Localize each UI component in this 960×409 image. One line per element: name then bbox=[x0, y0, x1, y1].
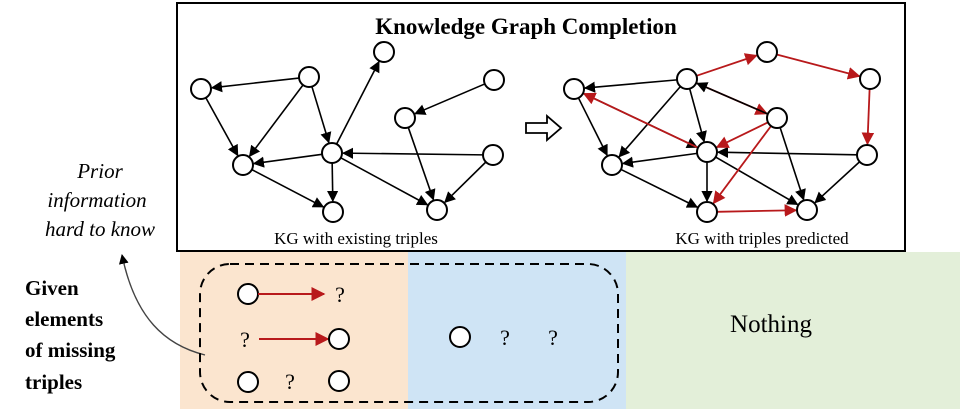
existing-edge bbox=[618, 86, 682, 158]
caption-existing: KG with existing triples bbox=[274, 229, 438, 248]
entity-node bbox=[563, 78, 585, 100]
existing-edge bbox=[583, 79, 678, 93]
entity-node bbox=[696, 201, 718, 223]
existing-edge bbox=[688, 88, 707, 143]
figure-title: Knowledge Graph Completion bbox=[375, 14, 677, 39]
entity-node bbox=[321, 142, 343, 164]
existing-edge bbox=[341, 147, 484, 159]
prior-info-line-3: hard to know bbox=[45, 217, 155, 241]
existing-edge bbox=[814, 161, 861, 204]
panel-green bbox=[626, 252, 960, 409]
existing-edge bbox=[715, 156, 799, 206]
predicted-edge bbox=[715, 121, 769, 149]
implies-arrow-icon bbox=[525, 114, 563, 142]
missing-entity-mark: ? bbox=[548, 325, 558, 350]
given-tail-node bbox=[328, 370, 350, 392]
entity-node bbox=[756, 41, 778, 63]
given-head-node bbox=[237, 371, 259, 393]
entity-node bbox=[696, 141, 718, 163]
existing-edge bbox=[205, 97, 239, 157]
nothing-label: Nothing bbox=[730, 311, 812, 338]
panel-orange bbox=[180, 252, 408, 409]
predicted-edge bbox=[776, 53, 861, 80]
entity-node bbox=[426, 199, 448, 221]
existing-edge bbox=[620, 168, 699, 208]
predicted-edge bbox=[582, 92, 699, 149]
given-tail-node bbox=[328, 328, 350, 350]
panel-blue bbox=[408, 252, 626, 409]
entity-node bbox=[796, 199, 818, 221]
entity-node bbox=[298, 66, 320, 88]
existing-edge bbox=[248, 84, 304, 158]
missing-relation-mark: ? bbox=[500, 325, 510, 350]
existing-edge bbox=[210, 77, 300, 93]
given-elements-line-2: elements bbox=[25, 307, 103, 331]
entity-node bbox=[232, 154, 254, 176]
given-entity-node bbox=[449, 326, 471, 348]
entity-node bbox=[601, 154, 623, 176]
predicted-edge bbox=[861, 88, 875, 146]
graph-existing bbox=[190, 41, 505, 223]
prior-info-line-1: Prior bbox=[76, 159, 123, 183]
missing-triples-region bbox=[199, 263, 619, 403]
predicted-edge bbox=[712, 125, 772, 205]
entity-node bbox=[856, 144, 878, 166]
prior-info-line-2: information bbox=[47, 188, 146, 212]
existing-edge bbox=[444, 161, 487, 204]
existing-edge bbox=[327, 162, 339, 203]
existing-edge bbox=[335, 60, 380, 145]
existing-edge bbox=[407, 127, 436, 201]
caption-predicted: KG with triples predicted bbox=[675, 229, 849, 248]
existing-edge bbox=[311, 86, 332, 144]
entity-node bbox=[766, 107, 788, 129]
given-elements-line-3: of missing bbox=[25, 338, 116, 362]
existing-edge bbox=[340, 157, 429, 206]
entity-node bbox=[482, 144, 504, 166]
predicted-edge bbox=[696, 53, 758, 77]
existing-edge bbox=[696, 82, 769, 115]
graph-predicted bbox=[563, 41, 881, 223]
given-head-node bbox=[237, 283, 259, 305]
entity-node bbox=[394, 107, 416, 129]
missing-relation-mark: ? bbox=[285, 369, 295, 394]
given-elements-line-1: Given bbox=[25, 276, 79, 300]
entity-node bbox=[483, 69, 505, 91]
existing-edge bbox=[716, 146, 858, 158]
entity-node bbox=[373, 41, 395, 63]
missing-head-mark: ? bbox=[240, 327, 250, 352]
entity-node bbox=[676, 68, 698, 90]
entity-node bbox=[859, 68, 881, 90]
existing-edge bbox=[414, 83, 486, 115]
existing-edge bbox=[252, 153, 323, 168]
entity-node bbox=[190, 78, 212, 100]
entity-node bbox=[322, 201, 344, 223]
missing-tail-mark: ? bbox=[335, 282, 345, 307]
curved-pointer-arrow bbox=[118, 254, 206, 356]
existing-edge bbox=[779, 127, 806, 201]
existing-edge bbox=[251, 168, 325, 208]
existing-edge bbox=[577, 97, 608, 157]
given-elements-line-4: triples bbox=[25, 370, 82, 394]
existing-edge bbox=[621, 152, 698, 168]
predicted-edge bbox=[716, 204, 798, 217]
